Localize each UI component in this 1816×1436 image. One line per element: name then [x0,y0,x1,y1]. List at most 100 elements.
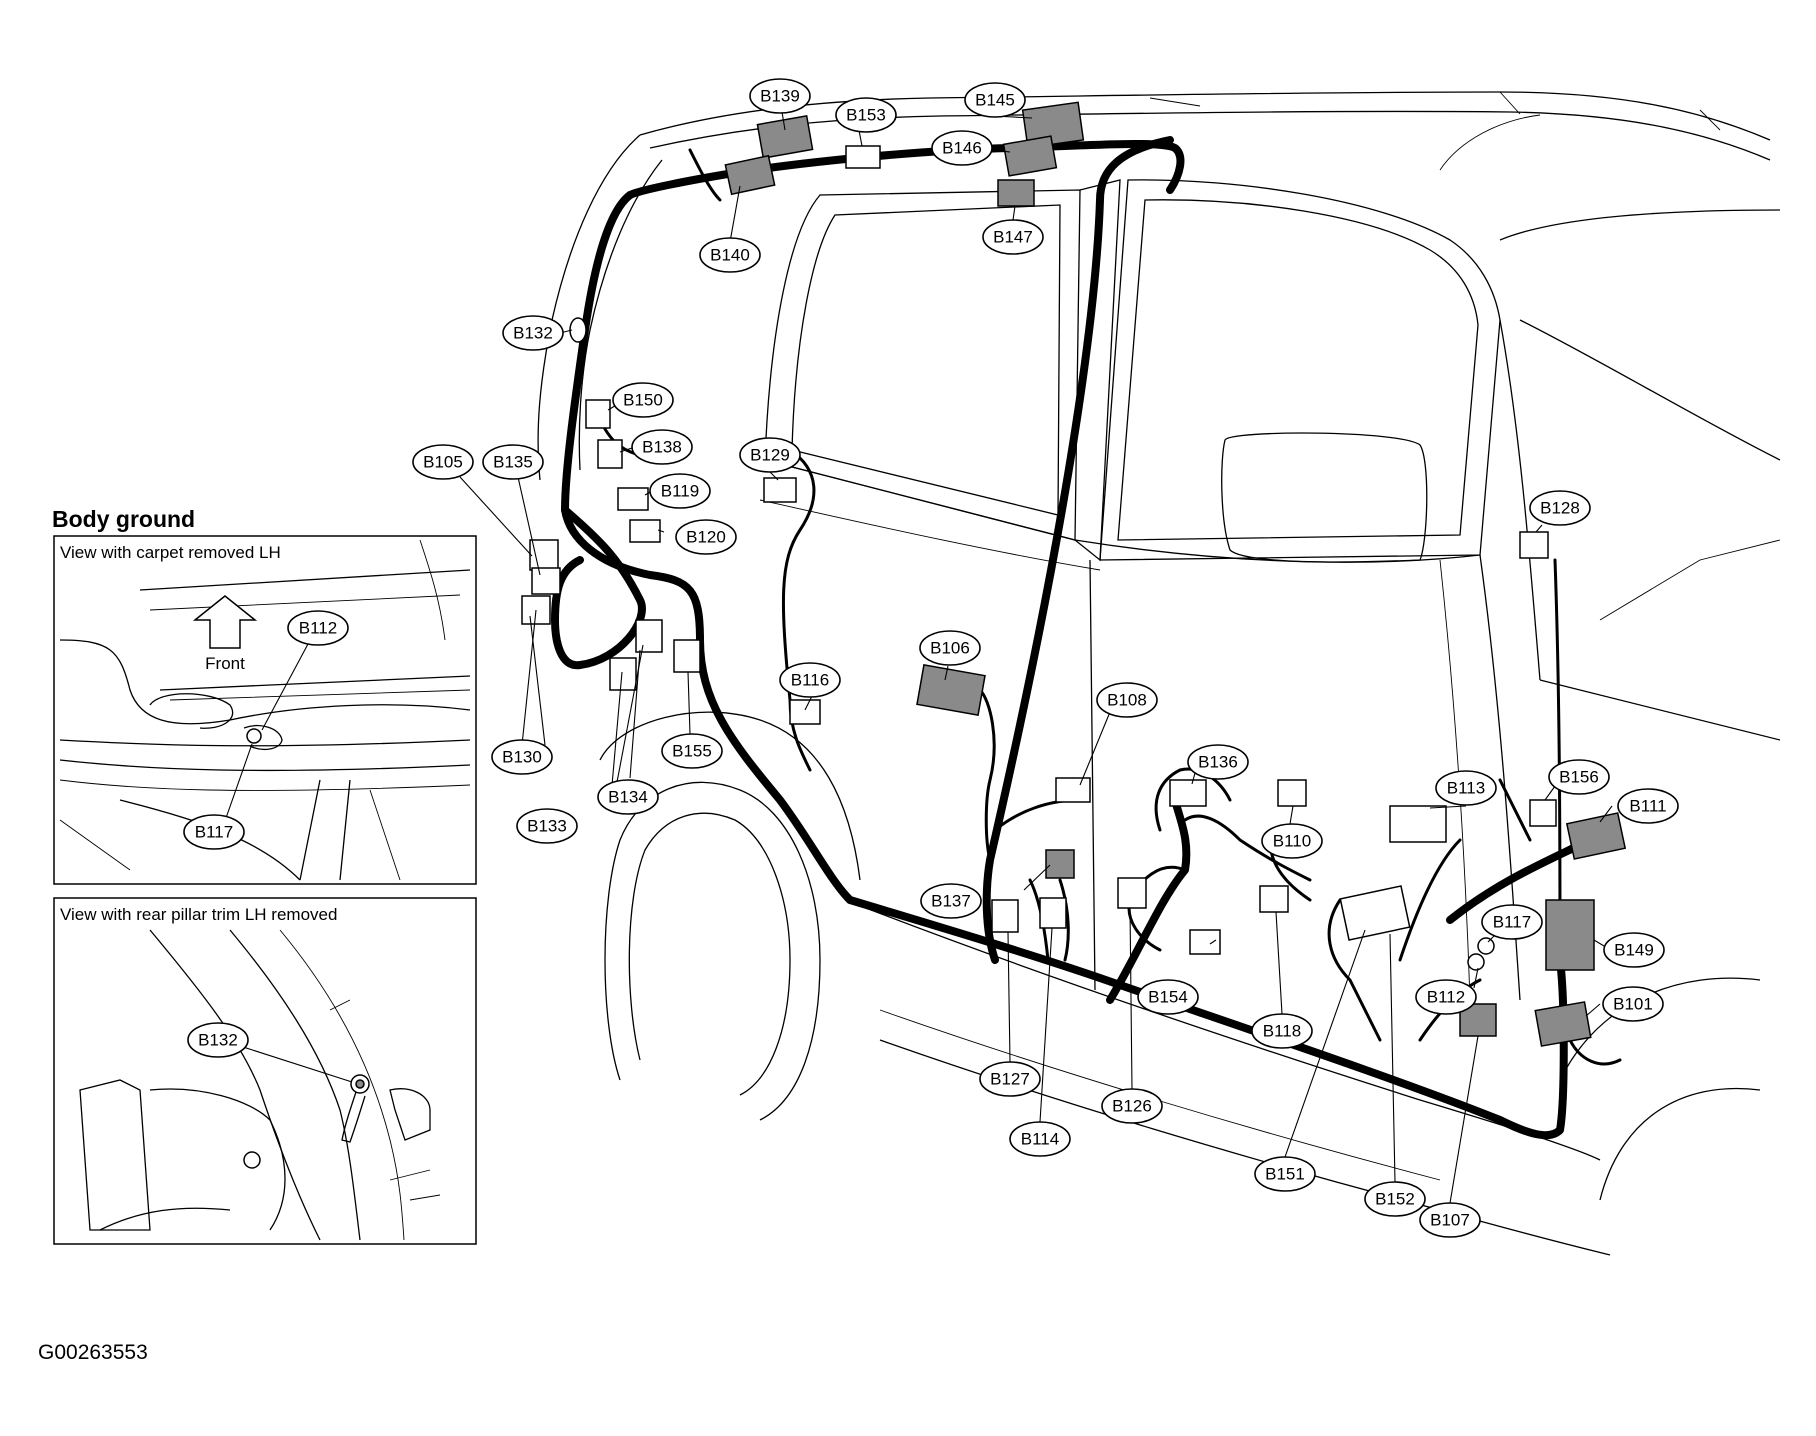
callout-b136: B136 [1187,744,1249,780]
callout-b139: B139 [749,78,811,114]
connector-b114 [1039,897,1067,929]
callout-label: B117 [1493,913,1531,932]
callout-b140: B140 [699,237,761,273]
callout-b156: B156 [1548,759,1610,795]
figure-id: G00263553 [38,1341,148,1364]
callout-b132-inset: B132 [187,1022,249,1058]
callout-label: B153 [846,106,886,125]
callout-b132: B132 [502,315,564,351]
callout-b108: B108 [1096,682,1158,718]
callout-label: B146 [942,139,982,158]
callout-b107: B107 [1419,1202,1481,1238]
connector-b108 [1055,777,1091,803]
callout-label: B101 [1613,995,1653,1014]
callout-label: B130 [502,748,542,767]
callout-label: B105 [423,453,463,472]
connector-b138 [597,439,623,469]
callout-label: B113 [1447,779,1485,798]
callout-label: B150 [623,391,663,410]
callout-b149: B149 [1603,932,1665,968]
leader-lines [459,111,1613,1204]
callout-label: B129 [750,446,790,465]
callout-b150: B150 [612,382,674,418]
callout-label: B134 [608,788,648,807]
callout-b153: B153 [835,97,897,133]
connector-b146 [1002,135,1058,177]
callout-b133: B133 [516,808,578,844]
callout-label: B147 [993,228,1033,247]
callout-label: B106 [930,639,970,658]
callout-label: B117 [195,823,233,842]
callout-b106: B106 [919,630,981,666]
callout-label: B152 [1375,1190,1415,1209]
callout-b146: B146 [931,130,993,166]
connector-b111 [1565,812,1627,860]
callout-b110: B110 [1261,823,1323,859]
callout-b120: B120 [675,519,737,555]
callout-label: B111 [1629,797,1666,816]
connector-b140 [724,154,776,196]
connector-b120 [629,519,661,543]
connector-shapes [521,101,1627,1047]
connector-b117-eyelet [1477,937,1495,955]
callout-label: B136 [1198,753,1238,772]
callout-label: B108 [1107,691,1147,710]
callout-label: B114 [1021,1130,1059,1149]
connector-b154 [1189,929,1221,955]
callout-label: B112 [299,619,337,638]
callout-b112-inset: B112 [287,610,349,646]
callout-label: B126 [1112,1097,1152,1116]
callout-label: B133 [527,817,567,836]
connector-b150 [585,399,611,429]
callout-b113: B113 [1435,770,1497,806]
panel-carpet-title: View with carpet removed LH [60,543,281,562]
callout-label: B127 [990,1070,1030,1089]
front-arrow-label: Front [205,654,245,673]
callout-label: B154 [1148,988,1188,1007]
callout-b118: B118 [1251,1013,1313,1049]
connector-b128 [1519,531,1549,559]
connector-b137 [1045,849,1075,879]
callout-label: B118 [1263,1022,1301,1041]
callout-b128: B128 [1529,490,1591,526]
connector-b149 [1545,899,1595,971]
connector-b153 [845,145,881,169]
front-arrow-icon [192,595,258,649]
connector-b135 [531,567,561,595]
callout-b135: B135 [482,444,544,480]
connector-b116 [789,699,821,725]
connector-b113 [1389,805,1447,843]
callout-label: B120 [686,528,726,547]
callout-b116: B116 [779,662,841,698]
callout-b111: B111 [1617,788,1679,824]
connector-b105 [529,539,559,571]
callout-b129: B129 [739,437,801,473]
connector-b147 [997,179,1035,207]
callout-b145: B145 [964,82,1026,118]
callout-b117-inset: B117 [183,814,245,850]
connector-b136 [1169,779,1207,807]
vehicle-body-outline [537,91,1781,1256]
callout-label: B149 [1614,941,1654,960]
callout-b119: B119 [649,473,711,509]
connector-b119 [617,487,649,511]
callout-label: B155 [672,742,712,761]
panel-rear-pillar-removed: View with rear pillar trim LH removed B1… [53,897,477,1245]
callout-label: B116 [791,671,829,690]
callout-label: B137 [931,892,971,911]
connector-b129 [763,477,797,503]
callout-b154: B154 [1137,979,1199,1015]
callout-label: B128 [1540,499,1580,518]
callout-b155: B155 [661,733,723,769]
callout-b112: B112 [1415,979,1477,1015]
callout-label: B132 [513,324,553,343]
callout-label: B110 [1273,832,1311,851]
connector-b118 [1259,885,1289,913]
callout-label: B132 [198,1031,238,1050]
callout-label: B107 [1430,1211,1470,1230]
callout-b151: B151 [1254,1156,1316,1192]
callout-b114: B114 [1009,1121,1071,1157]
callout-b138: B138 [631,429,693,465]
body-ground-title: Body ground [52,506,195,532]
callout-label: B138 [642,438,682,457]
